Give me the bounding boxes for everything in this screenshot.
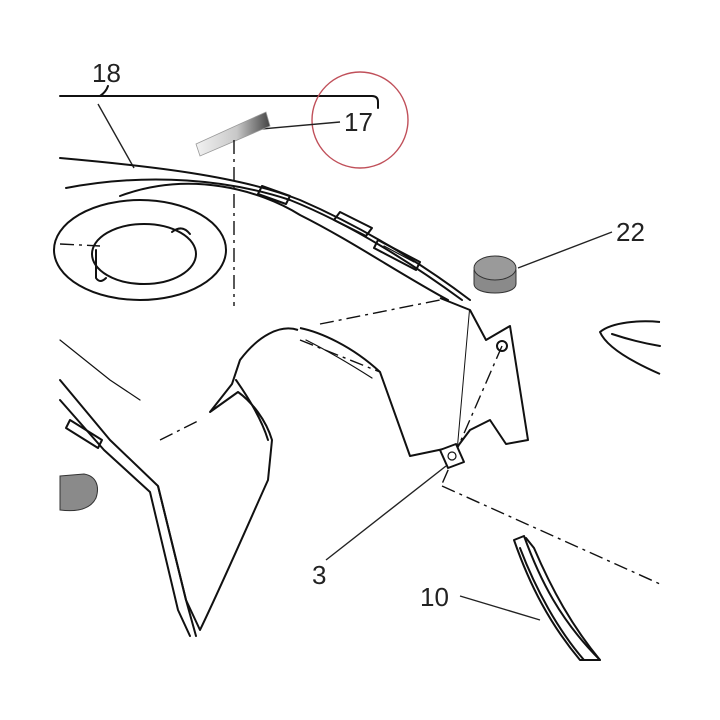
callout-3: 3: [312, 560, 326, 590]
clip-part-3: [439, 443, 465, 469]
right-partial-part: [599, 320, 661, 375]
mounting-ring: [53, 199, 227, 301]
assembly-centerline: [441, 485, 661, 585]
fender-fold: [235, 379, 269, 441]
bumper-left: [59, 473, 98, 512]
leader-10: [459, 595, 541, 621]
fender-skirt-left: [59, 379, 197, 637]
right-partial-inner: [611, 333, 661, 347]
leader-17: [249, 121, 341, 131]
fender-skirt-edge: [59, 339, 141, 401]
red-highlight-circle: [311, 71, 409, 169]
decal-strip-icon: [195, 111, 271, 157]
callout-22: 22: [616, 217, 645, 247]
fender-skirt-left-inner: [59, 399, 191, 637]
callout-10: 10: [420, 582, 449, 612]
callout-17: 17: [344, 107, 373, 137]
right-flange: [457, 309, 529, 447]
assembly-bracket-18: [59, 95, 379, 109]
leader-22: [517, 231, 613, 269]
leader-18: [97, 103, 135, 169]
callout-18: 18: [92, 58, 121, 88]
fender-inner-line: [305, 339, 373, 379]
fender-notch: [157, 327, 299, 631]
vent-slots-top: [257, 185, 421, 271]
bumper-part-22: [473, 255, 517, 294]
strut-part-10: [513, 535, 601, 661]
flange-hole: [496, 340, 508, 352]
bracket-tick-18: [99, 85, 109, 97]
fender-top-edge: [59, 157, 471, 301]
fender-rim: [119, 182, 449, 301]
clip-axis: [441, 345, 503, 485]
leader-3: [325, 465, 447, 561]
fender-center-dash: [319, 299, 441, 325]
vent-slot-left: [65, 419, 103, 449]
fender-top-edge-inner: [65, 178, 463, 301]
fender-lower-body: [299, 297, 471, 457]
fender-skirt-dash: [159, 419, 201, 441]
